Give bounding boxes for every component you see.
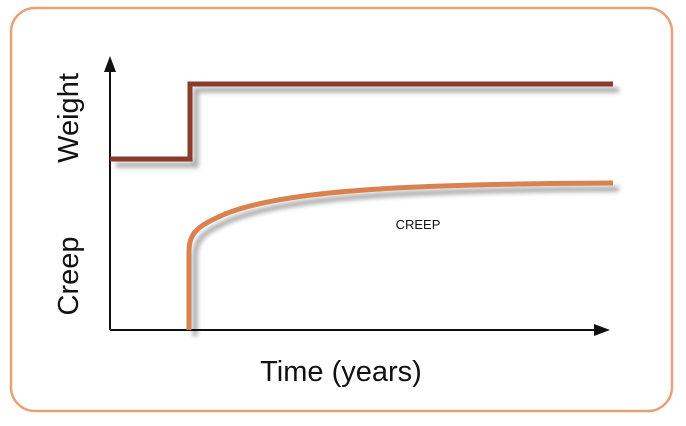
x-axis-arrowhead: [594, 324, 610, 336]
creep-annotation: CREEP: [396, 217, 441, 232]
weight-step-line: [110, 81, 613, 162]
y-label-creep: Creep: [53, 237, 85, 316]
y-axis-arrowhead: [104, 56, 116, 72]
diagram-frame: [9, 6, 674, 413]
y-label-weight: Weight: [53, 73, 85, 163]
creep-curve: [186, 180, 614, 330]
x-axis-label: Time (years): [260, 356, 422, 388]
